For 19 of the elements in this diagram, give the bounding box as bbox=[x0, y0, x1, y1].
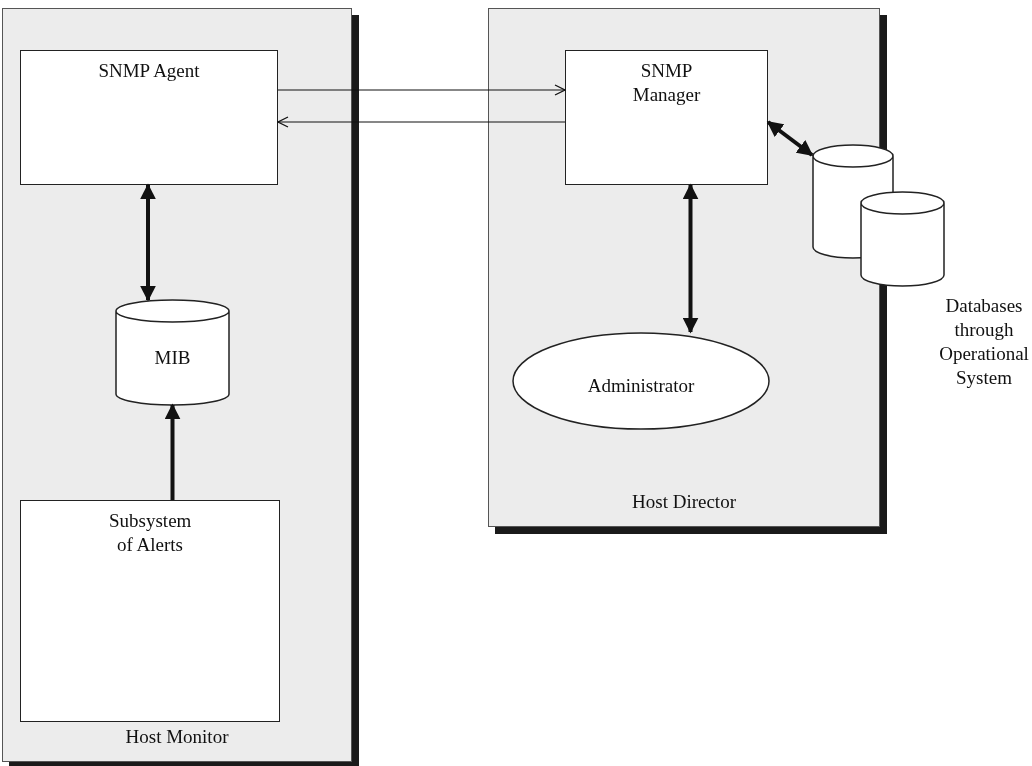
box-label: SNMP Agent bbox=[97, 59, 201, 83]
box-label: Subsystem of Alerts bbox=[108, 509, 193, 557]
arrow bbox=[277, 116, 566, 128]
process-box bbox=[565, 50, 768, 185]
process-box bbox=[20, 500, 280, 722]
arrow bbox=[682, 183, 699, 334]
panel-label: Host Monitor bbox=[124, 725, 230, 749]
box-label: SNMP Manager bbox=[631, 59, 702, 107]
arrow bbox=[140, 183, 156, 302]
database-cylinder bbox=[115, 300, 230, 405]
caption-text: Databases through Operational System bbox=[938, 294, 1030, 390]
arrow bbox=[164, 403, 181, 500]
panel-label: Host Director bbox=[631, 490, 737, 514]
process-box bbox=[20, 50, 278, 185]
actor-ellipse bbox=[512, 332, 770, 430]
shape-label: Administrator bbox=[586, 373, 696, 398]
arrow bbox=[277, 84, 566, 96]
shape-label: MIB bbox=[153, 345, 192, 370]
arrow bbox=[766, 120, 814, 157]
